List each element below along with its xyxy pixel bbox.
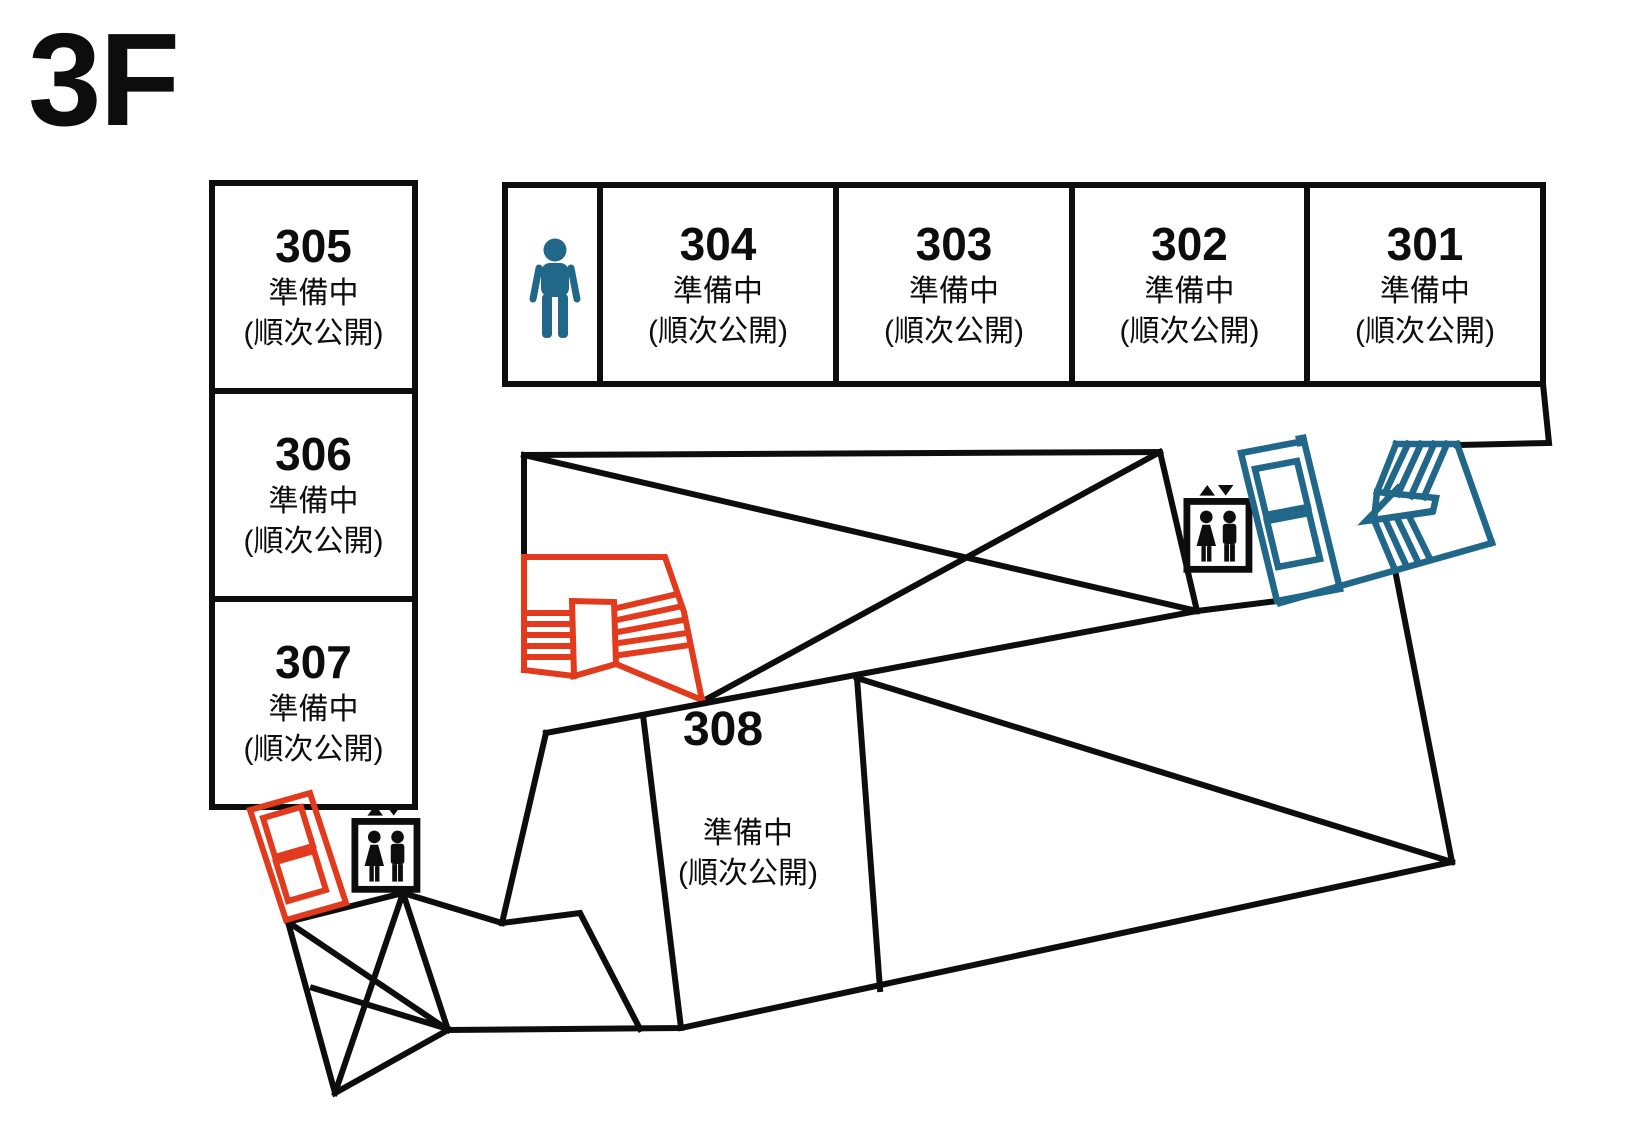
- floor-title: 3F: [28, 6, 180, 153]
- lower-block-walls: [444, 566, 1456, 1034]
- corridor-outline: [520, 447, 1281, 705]
- red-stairs-icon: [520, 554, 706, 704]
- person-icon: [529, 238, 581, 338]
- blue-arrow-icon: [1357, 483, 1435, 526]
- left-room-column: [209, 180, 418, 810]
- elevator-icon: [1187, 485, 1249, 569]
- bottom-left-block: [283, 889, 506, 1098]
- top-room-row: [502, 182, 1553, 449]
- red-doors-icon: [246, 789, 350, 924]
- blue-doors-icon: [1237, 433, 1344, 605]
- blue-stairs-icon: [1275, 439, 1497, 608]
- right-wall-strip: [1453, 380, 1553, 449]
- elevator-icon: [355, 805, 417, 889]
